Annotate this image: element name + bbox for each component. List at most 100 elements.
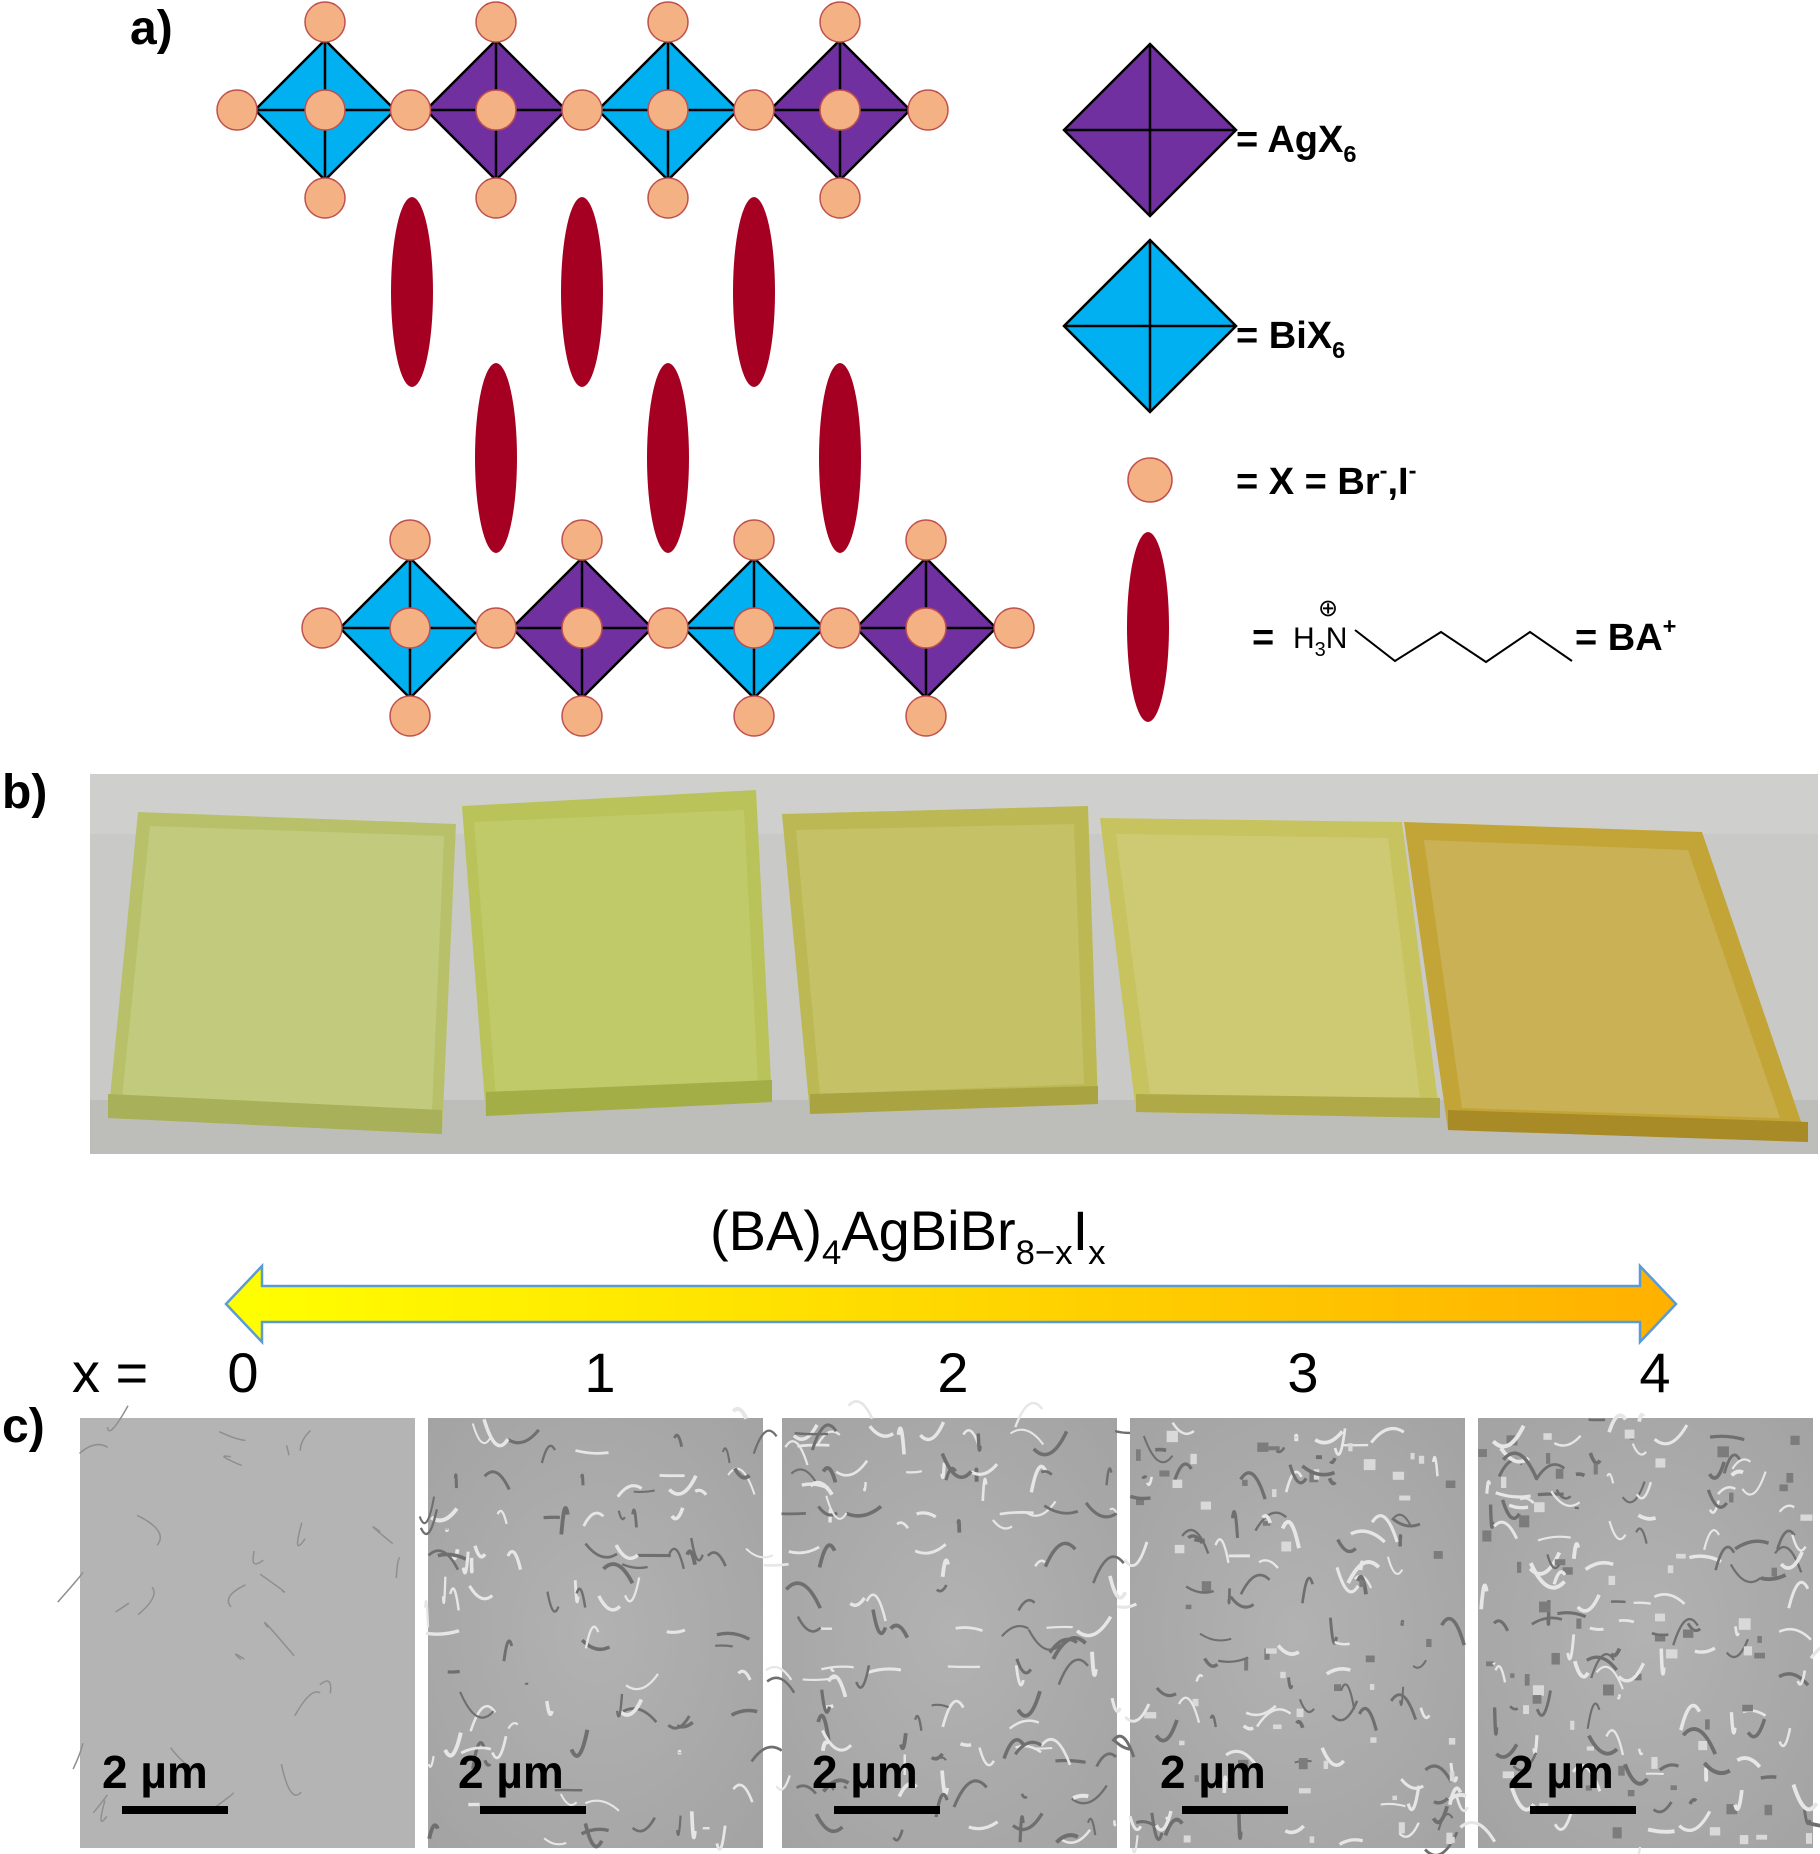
scale-bar-label: 2 µm xyxy=(1508,1746,1614,1798)
ba-cation xyxy=(647,363,689,553)
x-value-3: 3 xyxy=(1287,1341,1318,1404)
top-halide-atom xyxy=(647,89,689,131)
film-sample-x0 xyxy=(108,812,456,1134)
ba-cation xyxy=(733,197,775,387)
organic-cation-layer xyxy=(391,197,861,553)
scale-bar-line xyxy=(1182,1806,1288,1814)
sem-texture xyxy=(57,1405,401,1823)
sem-image-x1: 2 µm xyxy=(418,1406,783,1851)
bottom-halide-atom xyxy=(993,607,1035,649)
top-halide-atom xyxy=(819,89,861,131)
x-value-2: 2 xyxy=(937,1341,968,1404)
scale-bar-label: 2 µm xyxy=(102,1746,208,1798)
bottom-halide-atom xyxy=(475,607,517,649)
top-halide-atom xyxy=(389,89,432,131)
scale-bar: 2 µm xyxy=(1160,1746,1288,1814)
sem-texture xyxy=(763,1400,1143,1844)
bottom-halide-atom xyxy=(389,695,431,737)
film-sample-x2 xyxy=(782,806,1098,1114)
top-halide-atom xyxy=(561,89,603,131)
butyl-chain xyxy=(1354,629,1573,664)
legend-bix6-label: = BiX6 xyxy=(1236,315,1345,363)
sem-image-x4: 2 µm xyxy=(1459,1413,1820,1854)
legend-bix6-item: = BiX6 xyxy=(1062,238,1345,414)
bottom-halide-atom xyxy=(301,607,343,649)
scale-bar: 2 µm xyxy=(458,1746,586,1814)
sem-image-x0: 2 µm xyxy=(57,1405,415,1848)
top-halide-atom xyxy=(304,177,346,219)
legend-ba-label: = BA+ xyxy=(1575,613,1676,659)
scale-bar-label: 2 µm xyxy=(458,1746,564,1798)
agx6-octahedron-icon xyxy=(1062,42,1238,218)
scale-bar: 2 µm xyxy=(1508,1746,1636,1814)
scale-bar: 2 µm xyxy=(102,1746,228,1814)
bottom-halide-atom xyxy=(647,607,689,649)
scale-bar: 2 µm xyxy=(812,1746,940,1814)
top-halide-atom xyxy=(819,1,861,43)
h3n-group: H3N xyxy=(1293,622,1347,661)
composition-arrow xyxy=(224,1262,1678,1346)
ba-cation xyxy=(561,197,603,387)
film-sample-x1 xyxy=(462,790,772,1116)
halide-atom-icon xyxy=(1127,457,1173,503)
sem-image-x3: 2 µm xyxy=(1111,1418,1470,1854)
legend-ba-item: = H3N ⊕ = BA+ xyxy=(1127,532,1676,722)
bottom-halide-atom xyxy=(389,519,431,561)
top-halide-atom xyxy=(304,1,346,43)
legend-agx6-item: = AgX6 xyxy=(1062,42,1356,218)
bottom-halide-atom xyxy=(561,519,603,561)
ba-cation-icon xyxy=(1127,532,1169,722)
scale-bar-line xyxy=(480,1806,586,1814)
top-halide-atom xyxy=(475,177,517,219)
legend-ba-equals: = xyxy=(1252,617,1274,659)
sem-image-x2: 2 µm xyxy=(763,1400,1143,1848)
top-halide-atom xyxy=(647,1,689,43)
formula-label: (BA)4AgBiBr8−xIx xyxy=(710,1199,1105,1272)
top-halide-atom xyxy=(647,177,689,219)
scale-bar-line xyxy=(1530,1806,1636,1814)
bottom-halide-atom xyxy=(561,607,603,649)
sem-texture xyxy=(1459,1413,1820,1854)
panel-a-label: a) xyxy=(130,2,173,55)
ba-cation xyxy=(475,363,517,553)
bottom-halide-atom xyxy=(905,607,947,649)
bottom-halide-atom xyxy=(905,695,947,737)
ba-cation xyxy=(391,197,433,387)
top-halide-atom xyxy=(733,89,775,131)
film-sample-x3 xyxy=(1100,818,1440,1118)
panel-a-structure xyxy=(216,1,1035,737)
top-halide-atom xyxy=(475,1,517,43)
ba-cation xyxy=(819,363,861,553)
top-halide-atom xyxy=(304,89,346,131)
legend-halide-label: = X = Br-,I- xyxy=(1236,457,1416,503)
bottom-halide-atom xyxy=(389,607,431,649)
x-value-1: 1 xyxy=(584,1341,615,1404)
bottom-halide-atom xyxy=(819,607,861,649)
scale-bar-label: 2 µm xyxy=(812,1746,918,1798)
top-halide-atom xyxy=(907,89,949,131)
bottom-halide-atom xyxy=(733,519,775,561)
positive-charge-icon: ⊕ xyxy=(1318,594,1338,622)
sem-texture xyxy=(1111,1421,1470,1854)
top-halide-atom xyxy=(216,89,258,131)
bottom-halide-atom xyxy=(733,695,775,737)
legend-agx6-label: = AgX6 xyxy=(1236,119,1356,167)
panel-c-label: c) xyxy=(2,1400,45,1453)
panel-b-photo xyxy=(90,774,1818,1154)
sem-image-row: 2 µm 2 µm 2 µm 2 µm 2 µm xyxy=(57,1400,1820,1854)
bix6-octahedron-icon xyxy=(1062,238,1238,414)
scale-bar-line xyxy=(834,1806,940,1814)
top-halide-atom xyxy=(475,89,517,131)
top-halide-atom xyxy=(819,177,861,219)
x-value-4: 4 xyxy=(1639,1341,1670,1404)
butylammonium-structure: H3N ⊕ xyxy=(1293,594,1573,664)
bottom-halide-atom xyxy=(905,519,947,561)
sem-texture xyxy=(418,1406,783,1851)
scale-bar-label: 2 µm xyxy=(1160,1746,1266,1798)
legend: = AgX6 = BiX6 = X = Br-,I- = H3N ⊕ = BA+ xyxy=(1062,42,1676,722)
film-sample-x4 xyxy=(1404,822,1808,1142)
x-axis-label: x = xyxy=(72,1341,148,1404)
panel-b-label: b) xyxy=(2,766,47,819)
